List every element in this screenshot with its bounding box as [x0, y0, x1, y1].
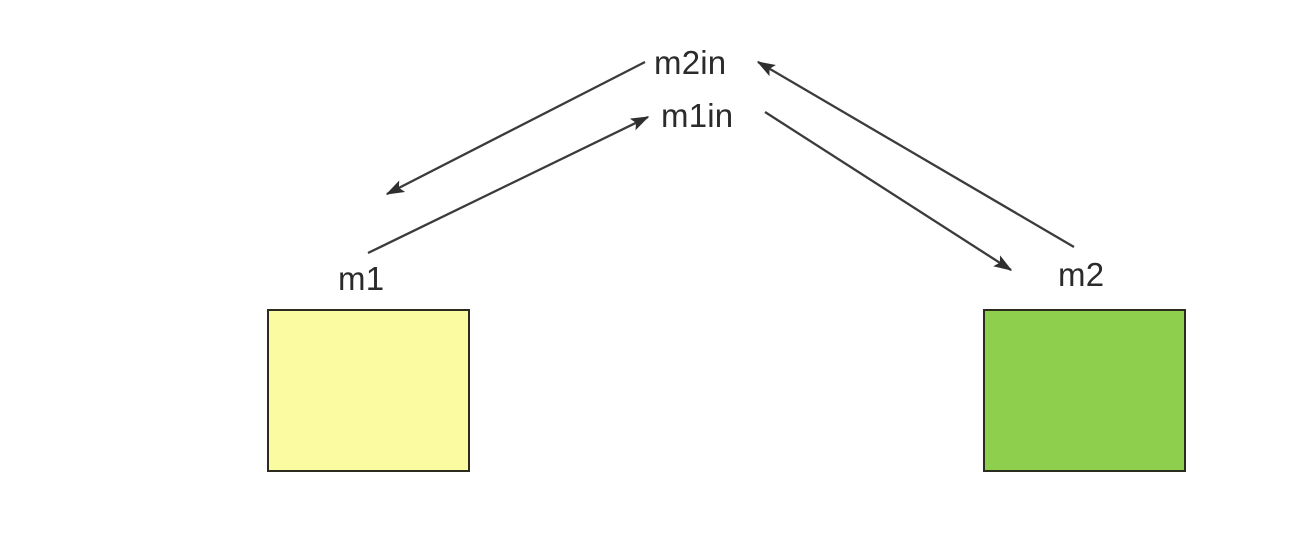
edge-m2-to-m2in: [756, 61, 1075, 248]
edge-m1in-to-m2: [764, 111, 1013, 271]
node-label-m2: m2: [1058, 256, 1105, 293]
port-label-m2in: m2in: [654, 44, 727, 81]
node-box-m1[interactable]: [267, 309, 470, 472]
port-label-m1in: m1in: [661, 97, 734, 134]
node-label-m1: m1: [338, 260, 385, 297]
edge-m2in-to-m1: [385, 60, 646, 196]
node-box-m2[interactable]: [983, 309, 1186, 472]
edge-m1-to-m1in: [367, 115, 650, 255]
